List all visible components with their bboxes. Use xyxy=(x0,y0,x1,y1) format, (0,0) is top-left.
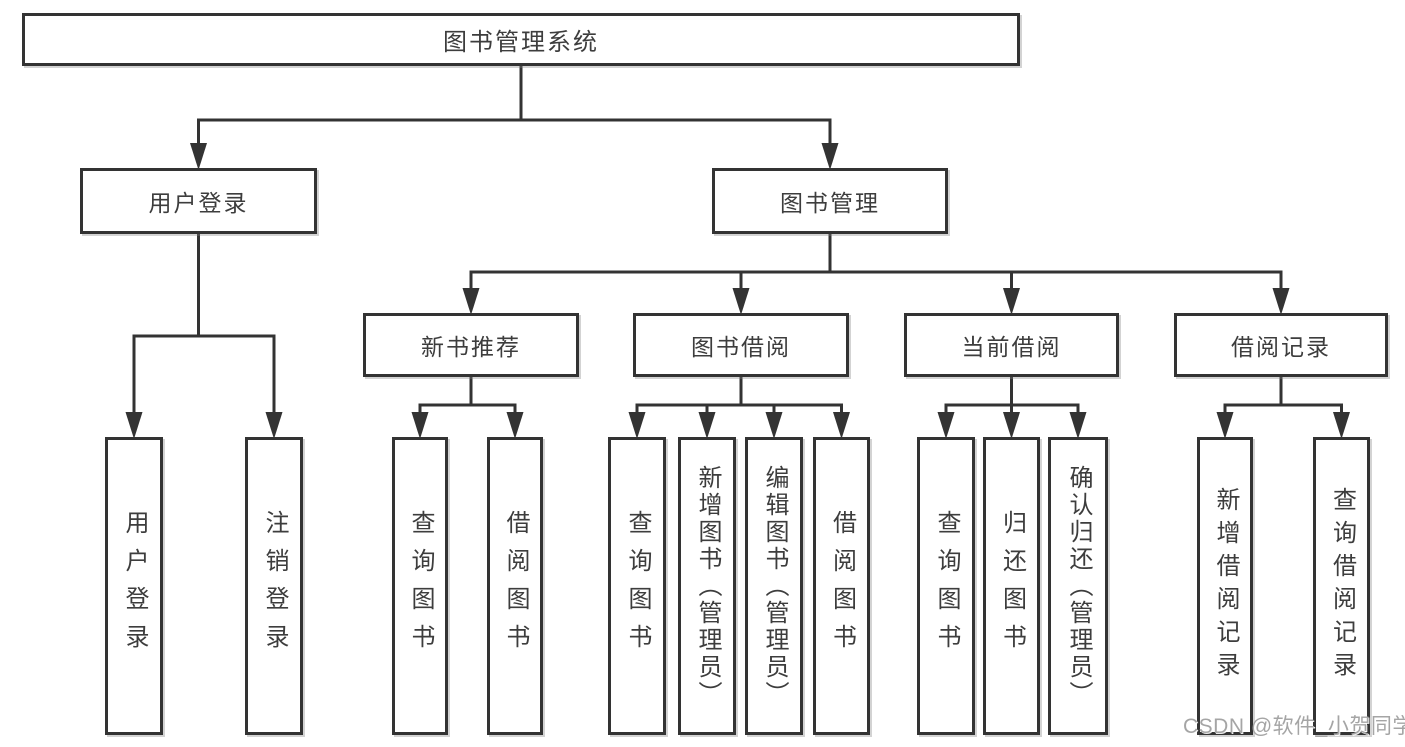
leaf-query-borrow-record: 查询借阅记录 xyxy=(1313,437,1370,735)
leaf-confirm-return-admin: 确认归还（管理员） xyxy=(1048,437,1108,735)
node-user-login: 用户登录 xyxy=(80,168,317,234)
leaf-return-books-label: 归还图书 xyxy=(998,510,1026,662)
leaf-current-query-books: 查询图书 xyxy=(917,437,975,735)
node-user-login-label: 用户登录 xyxy=(148,190,249,216)
leaf-newbook-borrow-books: 借阅图书 xyxy=(487,437,543,735)
leaf-add-borrow-record-label: 新增借阅记录 xyxy=(1212,487,1239,685)
leaf-logout-label: 注销登录 xyxy=(261,510,288,662)
node-system-root: 图书管理系统 xyxy=(22,13,1020,66)
leaf-borrowing-borrow-books-label: 借阅图书 xyxy=(828,510,856,662)
node-current-borrowing: 当前借阅 xyxy=(904,313,1119,377)
leaf-borrowing-borrow-books: 借阅图书 xyxy=(813,437,870,735)
leaf-borrowing-query-books-label: 查询图书 xyxy=(624,510,651,662)
leaf-edit-books-admin-label: 编辑图书（管理员） xyxy=(761,464,788,708)
node-borrowing-records: 借阅记录 xyxy=(1174,313,1388,377)
leaf-current-query-books-label: 查询图书 xyxy=(933,510,960,662)
leaf-confirm-return-admin-label: 确认归还（管理员） xyxy=(1065,464,1092,708)
leaf-logout: 注销登录 xyxy=(245,437,303,735)
node-book-borrowing-label: 图书借阅 xyxy=(691,334,791,360)
leaf-add-borrow-record: 新增借阅记录 xyxy=(1197,437,1253,735)
node-borrowing-records-label: 借阅记录 xyxy=(1231,334,1331,360)
node-book-management: 图书管理 xyxy=(712,168,948,234)
node-new-book-recommend-label: 新书推荐 xyxy=(421,334,521,360)
node-book-borrowing: 图书借阅 xyxy=(633,313,849,377)
leaf-edit-books-admin: 编辑图书（管理员） xyxy=(745,437,803,735)
leaf-newbook-borrow-books-label: 借阅图书 xyxy=(502,510,529,662)
leaf-query-borrow-record-label: 查询借阅记录 xyxy=(1328,487,1356,685)
leaf-add-books-admin-label: 新增图书（管理员） xyxy=(694,464,721,708)
leaf-user-login: 用户登录 xyxy=(105,437,163,735)
node-current-borrowing-label: 当前借阅 xyxy=(961,334,1062,360)
leaf-user-login-label: 用户登录 xyxy=(121,510,148,662)
leaf-return-books: 归还图书 xyxy=(983,437,1040,735)
node-book-management-label: 图书管理 xyxy=(780,190,880,216)
watermark: CSDN @软件_小贺同学 xyxy=(1183,715,1405,738)
leaf-newbook-query-books: 查询图书 xyxy=(392,437,448,735)
leaf-borrowing-query-books: 查询图书 xyxy=(608,437,666,735)
leaf-newbook-query-books-label: 查询图书 xyxy=(407,510,434,662)
leaf-add-books-admin: 新增图书（管理员） xyxy=(678,437,736,735)
node-new-book-recommend: 新书推荐 xyxy=(363,313,579,377)
node-system-root-label: 图书管理系统 xyxy=(443,29,599,56)
